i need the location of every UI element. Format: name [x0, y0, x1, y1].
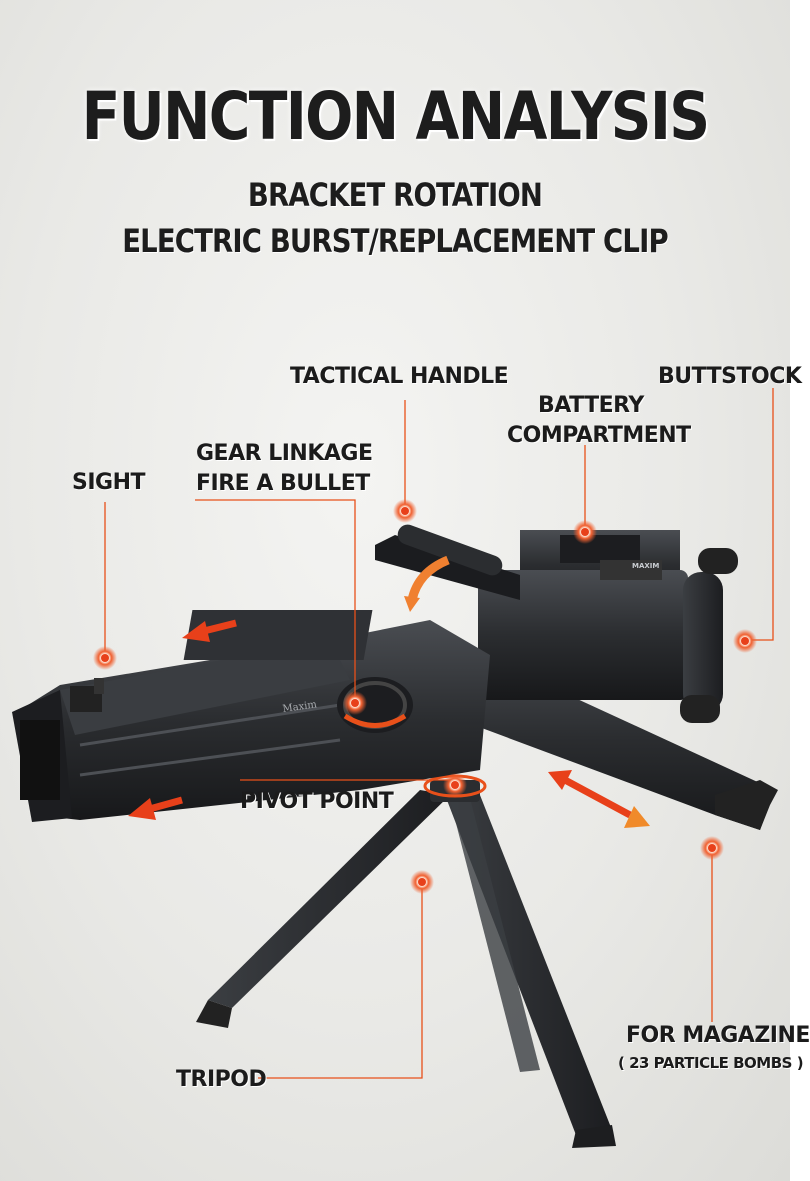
- label-battery-line2: COMPARTMENT: [507, 423, 691, 448]
- forward-arrow-lower: [128, 796, 183, 820]
- marker-magazine: [700, 836, 724, 860]
- sight-mount: [70, 678, 104, 712]
- label-pivot-point: PIVOT POINT: [240, 789, 394, 814]
- magazine-slide-arrow: [548, 770, 650, 828]
- page-title: FUNCTION ANALYSIS: [81, 78, 711, 155]
- marker-battery: [573, 520, 597, 544]
- label-tactical-handle: TACTICAL HANDLE: [290, 364, 509, 389]
- buttstock-grip: [680, 548, 738, 723]
- subtitle-bracket-rotation: BRACKET ROTATION: [247, 176, 543, 214]
- marker-buttstock: [733, 629, 757, 653]
- marker-tactical-handle: [393, 499, 417, 523]
- tactical-handle: [375, 524, 520, 612]
- barrel-brand-text: Maxim: [282, 699, 318, 715]
- label-buttstock: BUTTSTOCK: [658, 364, 802, 389]
- label-tripod: TRIPOD: [176, 1067, 267, 1092]
- machine-gun-model-illustration: Maxim MAXIM: [12, 388, 778, 1148]
- marker-sight: [93, 646, 117, 670]
- subtitle-electric-burst: ELECTRIC BURST/REPLACEMENT CLIP: [122, 222, 668, 260]
- leader-gear-linkage: [195, 499, 356, 700]
- marker-gear-linkage: [343, 691, 367, 715]
- marker-tripod: [410, 870, 434, 894]
- rear-body: [478, 530, 688, 700]
- body-brand-text: MAXIM: [632, 562, 659, 570]
- marker-pivot-point: [443, 773, 467, 797]
- forward-arrow-upper: [182, 619, 237, 642]
- label-battery-line1: BATTERY: [538, 393, 644, 418]
- tripod: [196, 780, 616, 1148]
- leader-buttstock: [745, 388, 774, 641]
- label-for-magazine: FOR MAGAZINE: [626, 1023, 810, 1048]
- label-fire-a-bullet: FIRE A BULLET: [196, 471, 370, 496]
- label-gear-linkage: GEAR LINKAGE: [196, 441, 373, 466]
- label-magazine-capacity: ( 23 PARTICLE BOMBS ): [618, 1054, 804, 1072]
- label-sight: SIGHT: [72, 470, 146, 495]
- callout-markers: [93, 499, 757, 894]
- leader-tripod: [258, 885, 423, 1079]
